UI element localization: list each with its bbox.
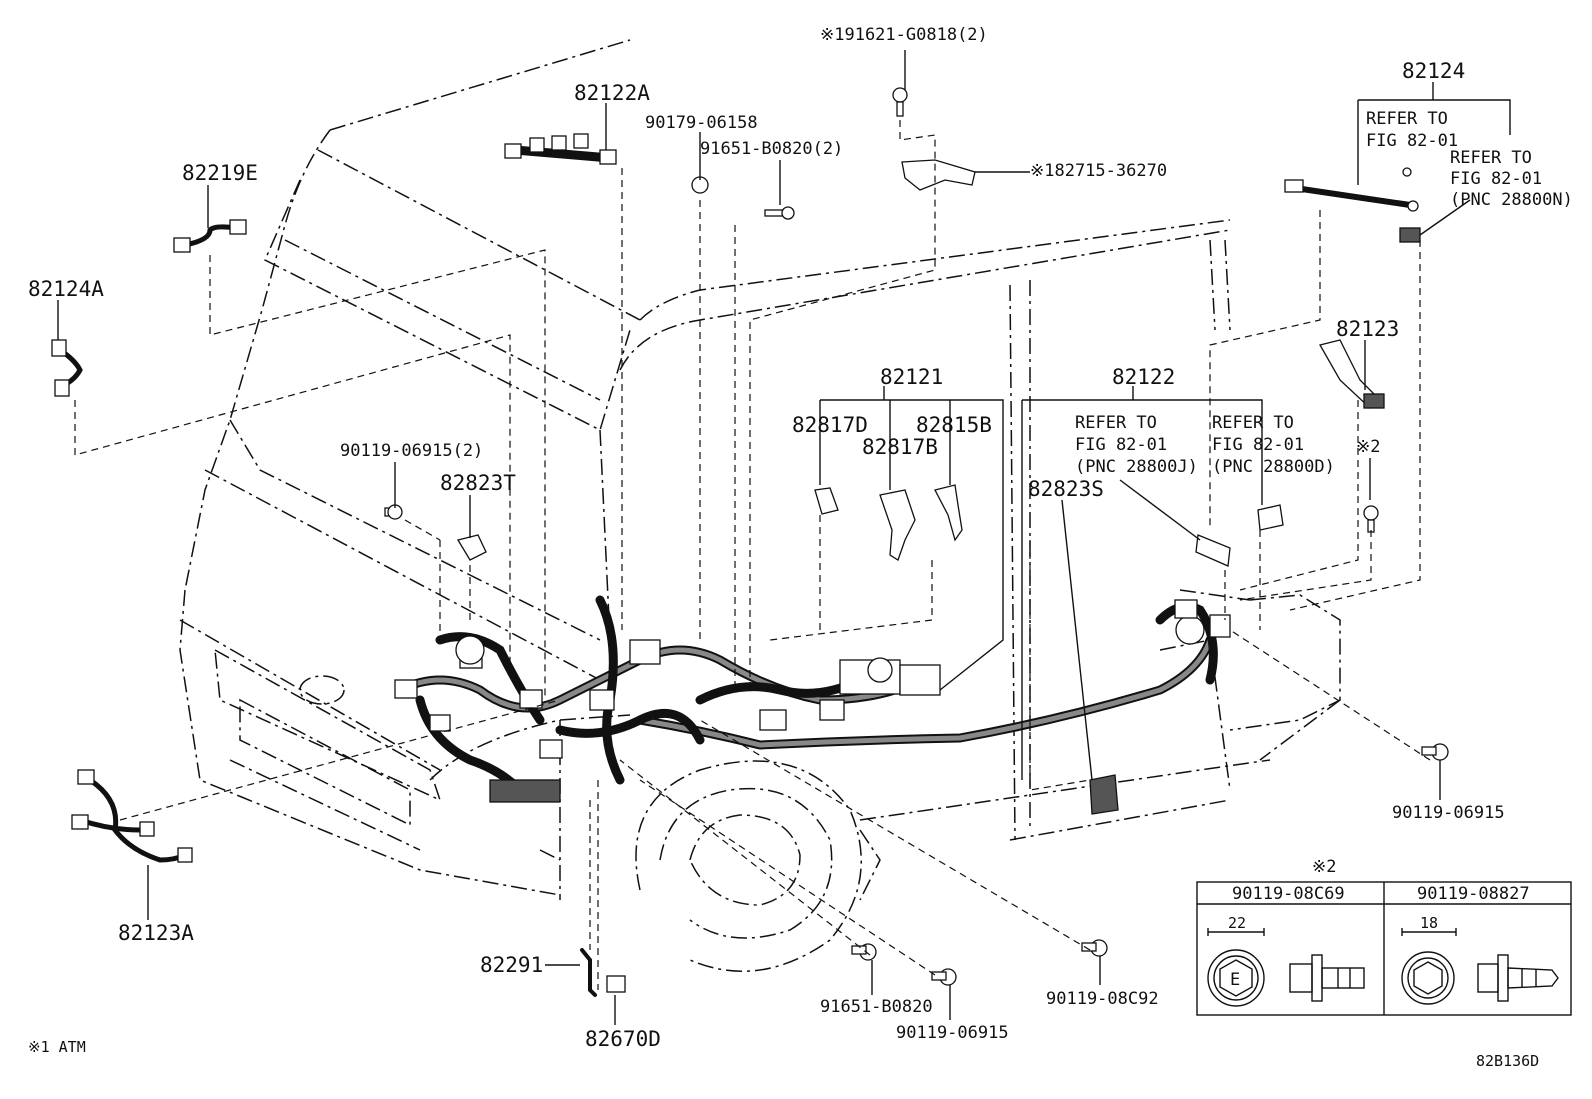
main-wire-harness bbox=[394, 595, 1231, 803]
label-82291: 82291 bbox=[480, 953, 543, 977]
label-82823S: 82823S bbox=[1028, 477, 1104, 501]
part-82122A-harness bbox=[504, 133, 617, 165]
label-82122-refer-a-1: REFER TO bbox=[1075, 413, 1157, 433]
part-82817B-bracket bbox=[879, 489, 916, 561]
label-82124-refer-b-3: (PNC 28800N) bbox=[1450, 190, 1573, 210]
label-182715: ※182715-36270 bbox=[1030, 161, 1167, 181]
label-82122-refer-b-1: REFER TO bbox=[1212, 413, 1294, 433]
label-191621: ※191621-G0818(2) bbox=[820, 25, 988, 45]
label-82122-refer-b-3: (PNC 28800D) bbox=[1212, 457, 1335, 477]
label-82817B: 82817B bbox=[862, 435, 938, 459]
part-82670D-block bbox=[606, 975, 626, 993]
figure-code: 82B136D bbox=[1476, 1052, 1539, 1070]
legend-col2-dim: 18 bbox=[1420, 914, 1438, 932]
leader-lines bbox=[57, 50, 1511, 1025]
label-82122: 82122 bbox=[1112, 365, 1175, 389]
legend-col1-dim: 22 bbox=[1228, 914, 1246, 932]
label-82124A: 82124A bbox=[28, 277, 104, 301]
label-82123A: 82123A bbox=[118, 921, 194, 945]
label-82124-refer-a-2: FIG 82-01 bbox=[1366, 131, 1458, 151]
legend-title: ※2 bbox=[1312, 857, 1336, 877]
bolt-legend-table: ※2 90119-08C69 90119-08827 22 E 18 bbox=[1196, 857, 1572, 1016]
label-82122-refer-a-2: FIG 82-01 bbox=[1075, 435, 1167, 455]
legend-col1-header: 90119-08C69 bbox=[1232, 884, 1345, 904]
label-note2-mark: ※2 bbox=[1356, 437, 1380, 457]
label-82817D: 82817D bbox=[792, 413, 868, 437]
part-82124A-harness bbox=[51, 339, 83, 397]
label-82123: 82123 bbox=[1336, 317, 1399, 341]
part-82817D-bracket bbox=[814, 487, 839, 515]
guide-lines bbox=[74, 120, 1431, 990]
part-82123-harness bbox=[1319, 339, 1385, 409]
label-82823T: 82823T bbox=[440, 471, 516, 495]
part-82123A-harness bbox=[71, 769, 193, 863]
label-90119-bottom: 90119-06915 bbox=[896, 1023, 1009, 1043]
part-82815B-bracket bbox=[934, 484, 963, 542]
part-82219E-harness bbox=[173, 219, 247, 253]
label-82121: 82121 bbox=[880, 365, 943, 389]
part-82823T-relay bbox=[456, 534, 487, 561]
label-82122-refer-b-2: FIG 82-01 bbox=[1212, 435, 1304, 455]
label-82122-refer-a-3: (PNC 28800J) bbox=[1075, 457, 1198, 477]
part-82124-cable bbox=[1284, 167, 1421, 243]
label-82815B: 82815B bbox=[916, 413, 992, 437]
label-82124: 82124 bbox=[1402, 59, 1465, 83]
label-90119-08C92: 90119-08C92 bbox=[1046, 989, 1159, 1009]
part-82291-harness bbox=[580, 948, 597, 997]
label-82124-refer-b-1: REFER TO bbox=[1450, 148, 1532, 168]
part-82122-connectors bbox=[1195, 504, 1284, 567]
legend-col2-header: 90119-08827 bbox=[1417, 884, 1530, 904]
label-82219E: 82219E bbox=[182, 161, 258, 185]
bolt-90119-08C69-icon: 22 E bbox=[1207, 914, 1365, 1007]
bolt-90119-08827-icon: 18 bbox=[1401, 914, 1559, 1005]
part-82823S-block bbox=[1089, 774, 1119, 815]
part-182715-bracket bbox=[901, 159, 976, 191]
label-90119-2: 90119-06915(2) bbox=[340, 441, 483, 461]
label-82670D: 82670D bbox=[585, 1027, 661, 1051]
footnote-atm: ※1 ATM bbox=[28, 1038, 86, 1056]
parts-exploded bbox=[51, 87, 1449, 997]
label-90119-right: 90119-06915 bbox=[1392, 803, 1505, 823]
label-82124-refer-a-1: REFER TO bbox=[1366, 109, 1448, 129]
label-82124-refer-b-2: FIG 82-01 bbox=[1450, 169, 1542, 189]
part-labels: ※191621-G0818(2) 82124 REFER TO FIG 82-0… bbox=[28, 25, 1573, 1070]
label-90179: 90179-06158 bbox=[645, 113, 758, 133]
label-82122A: 82122A bbox=[574, 81, 650, 105]
legend-col1-mark: E bbox=[1230, 970, 1240, 990]
label-91651-b: 91651-B0820 bbox=[820, 997, 933, 1017]
label-91651-2: 91651-B0820(2) bbox=[700, 139, 843, 159]
